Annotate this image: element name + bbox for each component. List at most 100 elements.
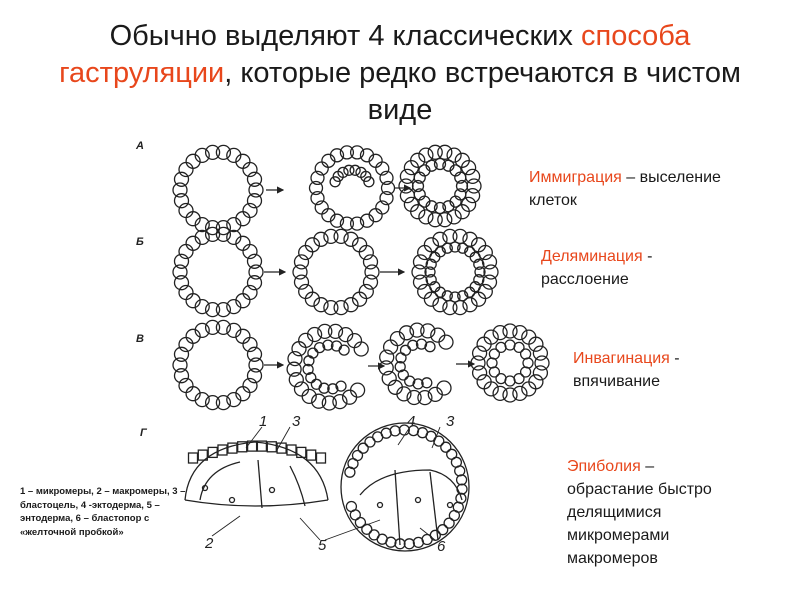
immigration-outer-cell <box>437 144 453 160</box>
delamination-outer-cell <box>481 274 498 290</box>
delamination-inner-cell <box>425 274 437 286</box>
delamination-outer-cell <box>412 274 429 290</box>
immigration-outer-cell <box>379 170 394 186</box>
ectoderm-cell <box>412 536 425 549</box>
epiboly-left-outline <box>184 441 329 501</box>
immigration-outer-cell <box>464 187 481 204</box>
immigration-outer-cell <box>398 178 414 194</box>
blastula-cell <box>185 153 201 169</box>
blastula-cell <box>172 264 188 280</box>
delamination-cell <box>333 228 349 245</box>
blastula-cell <box>194 216 210 233</box>
figure-number: 1 <box>259 413 267 430</box>
invagination-outer-cell <box>417 389 433 406</box>
blastula-cell <box>246 275 263 291</box>
blastula-cell <box>194 391 210 408</box>
delamination-inner-cell <box>441 290 453 302</box>
blastula-cell <box>226 147 242 164</box>
term-immigration: Иммиграция <box>529 169 622 186</box>
delamination-inner-cell <box>424 266 436 278</box>
blastula-cell <box>246 193 263 209</box>
gastrula-outer-cell <box>532 345 549 361</box>
blastula-cell <box>194 147 210 164</box>
leader-line <box>211 515 241 537</box>
gastrula-outer-cell <box>476 374 492 390</box>
blastula-cell <box>215 301 232 318</box>
invagination-inner-cell <box>338 344 350 356</box>
ectoderm-cell <box>433 435 445 447</box>
delamination-inner-cell <box>449 291 461 303</box>
delamination-cell <box>323 299 339 316</box>
ectoderm-cell <box>368 529 380 541</box>
immigration-outer-cell <box>359 213 375 228</box>
desc-epiboly-text: – обрастание быстро делящимися микромера… <box>567 458 712 567</box>
blastula-cell <box>215 219 232 236</box>
blastula-cell <box>248 182 264 198</box>
invagination-outer-cell <box>427 386 443 403</box>
delamination-cell <box>343 231 359 247</box>
figure-number: 3 <box>446 413 455 430</box>
figure-number: 5 <box>318 537 327 554</box>
figure-legend: 1 – микромеры, 2 – макромеры, 3 – бласто… <box>20 486 186 538</box>
blastula-cell <box>178 377 194 394</box>
delamination-inner-cell <box>464 286 476 298</box>
delamination-cell <box>293 274 310 290</box>
invagination-outer-cell <box>349 382 366 398</box>
blastula-cell <box>194 298 210 315</box>
immigration-outer-cell <box>310 190 325 206</box>
gastrula-inner-cell <box>519 366 532 378</box>
immigration-outer-cell <box>410 152 426 168</box>
desc-delamination: Деляминация - расслоение <box>541 245 711 291</box>
delamination-cell <box>323 228 339 245</box>
gastrula-outer-cell <box>534 355 550 371</box>
blastula-cell <box>172 182 188 198</box>
gastrula-inner-cell <box>519 348 532 360</box>
immigration-outer-cell <box>418 147 434 163</box>
gastrula-outer-cell <box>528 336 544 352</box>
blastula-cell <box>242 243 258 260</box>
delamination-cell <box>362 274 379 290</box>
ectoderm-cell <box>456 483 468 495</box>
ectoderm-cell <box>454 465 466 477</box>
micromere-cell <box>276 442 287 454</box>
blastula-cell <box>204 394 221 411</box>
immigrating-cell <box>363 176 375 188</box>
leader-line <box>324 519 381 541</box>
blastula-cell <box>246 368 263 384</box>
delamination-cell <box>292 264 308 280</box>
delamination-cell <box>362 254 379 270</box>
epiboly-left-base <box>184 499 329 507</box>
blastula-cell <box>246 346 263 362</box>
immigrating-cell <box>349 164 361 176</box>
immigration-outer-cell <box>446 209 462 225</box>
micromere-cell <box>207 446 218 459</box>
immigration-inner-cell <box>413 188 426 201</box>
immigrating-cell <box>360 170 372 183</box>
ectoderm-cell <box>357 442 369 454</box>
entoderm-wall <box>394 469 401 546</box>
entoderm-nucleus <box>414 496 422 504</box>
desc-invagination: Инвагинация - впячивание <box>573 347 733 393</box>
immigration-inner-cell <box>411 179 425 193</box>
blastula-cell <box>215 226 232 243</box>
delamination-cell <box>351 291 368 307</box>
delamination-inner-cell <box>434 246 446 258</box>
blastula-cell <box>194 229 210 246</box>
blastula-cell <box>215 144 232 161</box>
gastrula-outer-cell <box>502 387 518 403</box>
delamination-inner-cell <box>473 258 485 270</box>
term-invagination: Инвагинация <box>573 350 670 367</box>
delamination-outer-cell <box>477 244 493 261</box>
blastula-cell <box>242 161 258 178</box>
delamination-outer-cell <box>412 254 429 270</box>
blastula-cell <box>173 368 190 384</box>
ectoderm-cell <box>345 500 358 513</box>
invagination-inner-cell <box>310 378 323 390</box>
invagination-outer-cell <box>317 323 333 340</box>
invagination-outer-cell <box>321 395 337 411</box>
invagination-outer-cell <box>389 330 406 347</box>
gastrula-inner-cell <box>495 372 507 385</box>
delamination-inner-cell <box>425 258 437 270</box>
invagination-outer-cell <box>341 389 358 405</box>
macromere-nucleus <box>201 484 209 492</box>
